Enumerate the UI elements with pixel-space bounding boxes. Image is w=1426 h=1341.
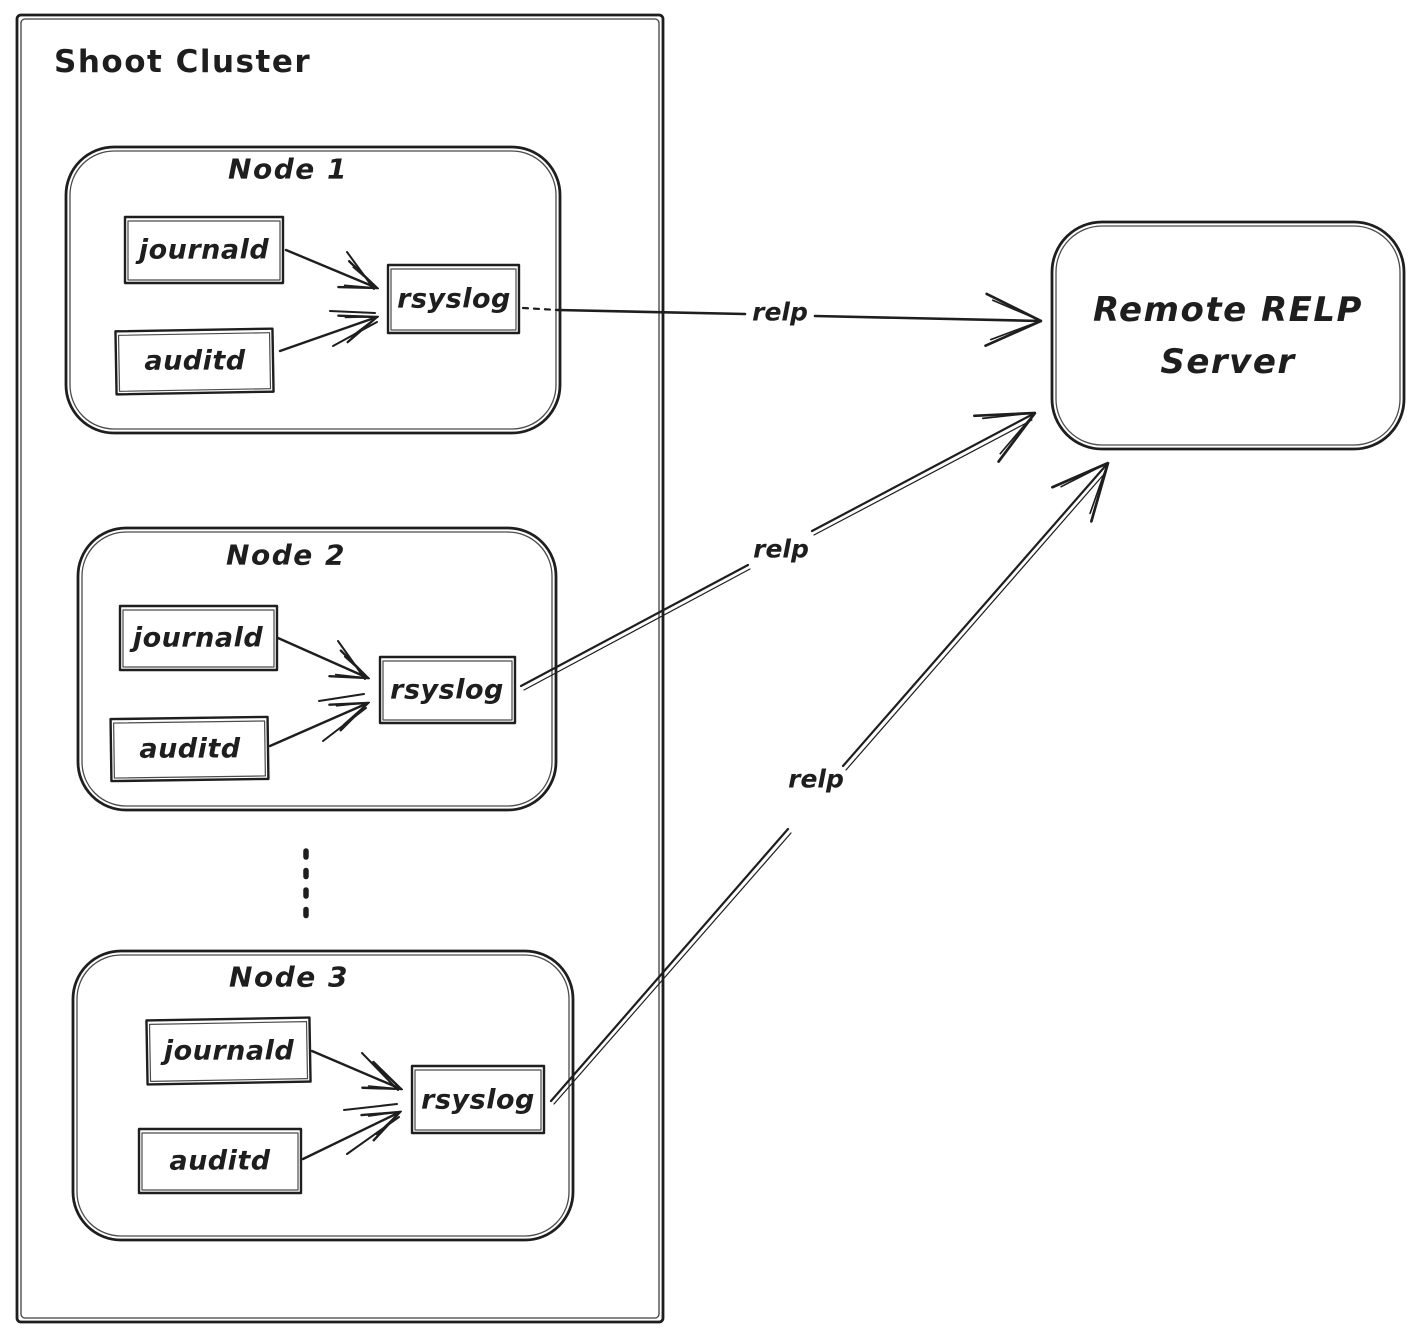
node-1-auditd-label: auditd xyxy=(144,345,246,377)
node-1-title: Node 1 xyxy=(228,152,348,186)
edge-label-relp-2: relp xyxy=(753,534,809,564)
remote-relp-server-box xyxy=(1050,220,1406,451)
node-3-auditd-box xyxy=(137,1127,303,1195)
node-3-rsyslog-box xyxy=(410,1064,546,1135)
remote-relp-server-title-line2: Server xyxy=(1160,342,1296,382)
edge-node-1-rsyslog-to-server xyxy=(521,308,1041,321)
edge-node-3-rsyslog-to-server xyxy=(549,463,1108,1105)
node-3-internal-arrows xyxy=(301,1049,401,1161)
node-1-box xyxy=(64,145,562,435)
node-2-journald-label: journald xyxy=(132,622,264,654)
node-3-journald-box xyxy=(145,1016,312,1086)
node-1-journald-box xyxy=(123,215,285,285)
node-1-auditd-box xyxy=(114,327,275,396)
node-2-auditd-label: auditd xyxy=(139,733,241,765)
node-3-auditd-label: auditd xyxy=(169,1145,271,1177)
node-3-box xyxy=(71,949,575,1242)
node-1-journald-label: journald xyxy=(138,234,270,266)
shoot-cluster-box xyxy=(15,13,665,1324)
remote-relp-server-title: Remote RELP Server xyxy=(1093,284,1363,388)
edge-label-relp-1: relp xyxy=(752,297,808,327)
remote-relp-server-title-line1: Remote RELP xyxy=(1093,290,1363,330)
node-1-internal-arrows xyxy=(278,248,377,353)
node-2-title: Node 2 xyxy=(226,538,346,572)
node-2-rsyslog-label: rsyslog xyxy=(390,674,504,706)
node-3-rsyslog-label: rsyslog xyxy=(421,1084,535,1116)
node-1-rsyslog-label: rsyslog xyxy=(397,283,511,315)
edge-label-relp-3: relp xyxy=(788,764,844,794)
node-2-rsyslog-box xyxy=(378,655,517,725)
node-2-internal-arrows xyxy=(268,636,368,748)
shoot-cluster-title: Shoot Cluster xyxy=(54,44,312,80)
edge-node-2-rsyslog-to-server xyxy=(519,413,1035,691)
node-3-journald-label: journald xyxy=(163,1035,295,1067)
node-2-auditd-box xyxy=(109,715,270,783)
node-3-title: Node 3 xyxy=(229,960,349,994)
node-1-rsyslog-box xyxy=(386,263,521,335)
